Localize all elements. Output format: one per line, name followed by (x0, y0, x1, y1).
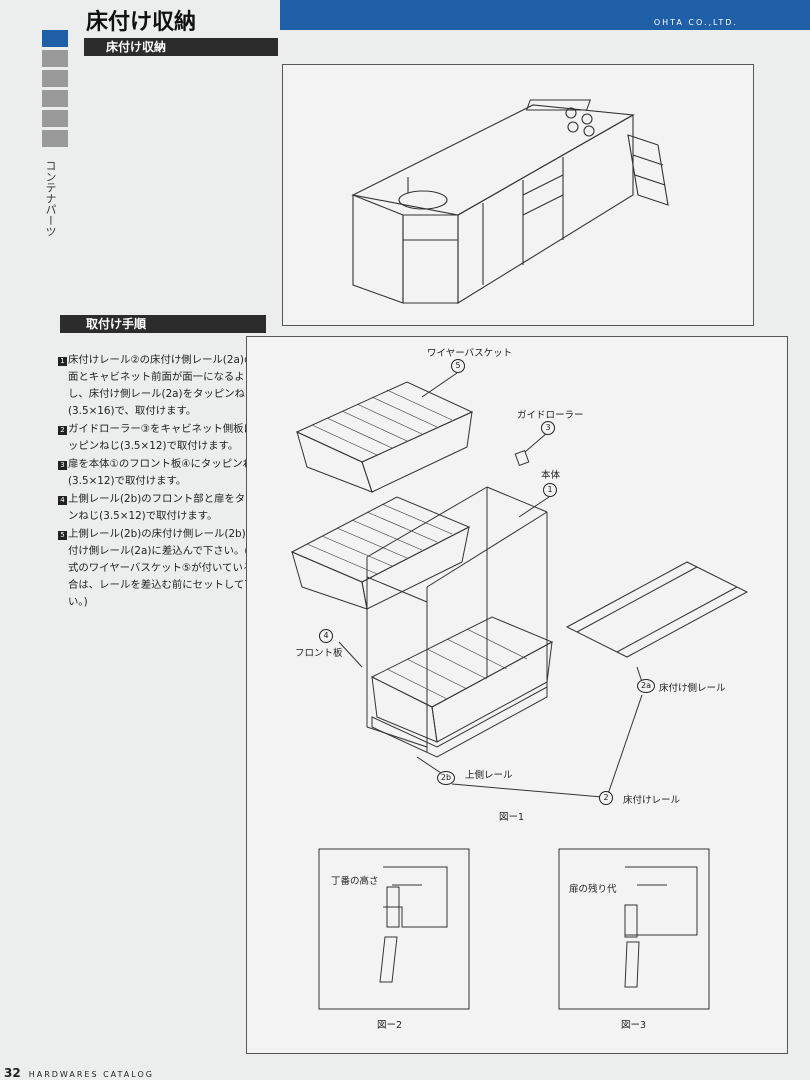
label-floor-rail: 床付けレール (623, 795, 681, 806)
tab-marker (42, 50, 68, 67)
assembly-diagram-panel: ワイヤーバスケット 5 ガイドローラー 3 本体 1 4 フロント板 2a 床付… (246, 336, 788, 1054)
label-guide-roller: ガイドローラー (517, 410, 584, 421)
page-footer: 32 HARDWARES CATALOG (4, 1066, 154, 1080)
callout-wire-basket: 5 (451, 359, 465, 373)
tab-marker (42, 70, 68, 87)
step-number: 4 (58, 496, 67, 505)
step-text: 上側レール(2b)の床付け側レール(2b)を床付け側レール(2a)に差込んで下さ… (68, 528, 270, 608)
step-number: 1 (58, 357, 67, 366)
step-text: 扉を本体①のフロント板④にタッピンねじ(3.5×12)で取付けます。 (68, 458, 264, 487)
callout-floor-side-rail: 2a (637, 679, 655, 693)
step-text: 床付けレール②の床付け側レール(2a)の前面とキャビネット前面が面一になるように… (68, 354, 266, 417)
assembly-drawing (290, 372, 749, 1010)
page-title: 床付け収納 (86, 10, 197, 35)
figure-2-caption: 図ー2 (377, 1020, 403, 1031)
label-wire-basket: ワイヤーバスケット (427, 348, 513, 359)
label-floor-side-rail: 床付け側レール (659, 683, 726, 694)
section-title: 取付け手順 (60, 315, 266, 333)
side-label: コンテナパーツ (44, 160, 57, 237)
label-front-panel: フロント板 (295, 648, 343, 659)
tab-marker (42, 90, 68, 107)
header-band: OHTA CO.,LTD. (280, 0, 810, 30)
label-upper-rail: 上側レール (465, 770, 513, 781)
step-number: 3 (58, 461, 67, 470)
callout-floor-rail: 2 (599, 791, 613, 805)
step-text: 上側レール(2b)のフロント部と扉をタッピンねじ(3.5×12)で取付けます。 (68, 493, 266, 522)
brand-name: OHTA CO.,LTD. (653, 18, 738, 27)
catalog-name: HARDWARES CATALOG (28, 1070, 154, 1079)
tab-marker (42, 110, 68, 127)
kitchen-cabinet-drawing (351, 99, 669, 304)
kitchen-illustration-panel (282, 64, 754, 326)
label-body: 本体 (541, 470, 561, 481)
figure-3-caption: 図ー3 (621, 1020, 647, 1031)
callout-upper-rail: 2b (437, 771, 455, 785)
step-number: 2 (58, 426, 67, 435)
page-number: 32 (4, 1066, 21, 1080)
figure-1-caption: 図ー1 (499, 812, 525, 823)
section-tabs (42, 30, 68, 150)
tab-marker-active (42, 30, 68, 47)
label-hinge-height: 丁番の高さ (331, 876, 379, 887)
page-subtitle: 床付け収納 (84, 38, 278, 56)
callout-front-panel: 4 (319, 629, 333, 643)
step-number: 5 (58, 531, 67, 540)
callout-guide-roller: 3 (541, 421, 555, 435)
step-text: ガイドローラー③をキャビネット側板にタッピンねじ(3.5×12)で取付けます。 (68, 423, 265, 452)
callout-body: 1 (543, 483, 557, 497)
label-door-margin: 扉の残り代 (569, 884, 617, 895)
tab-marker (42, 130, 68, 147)
